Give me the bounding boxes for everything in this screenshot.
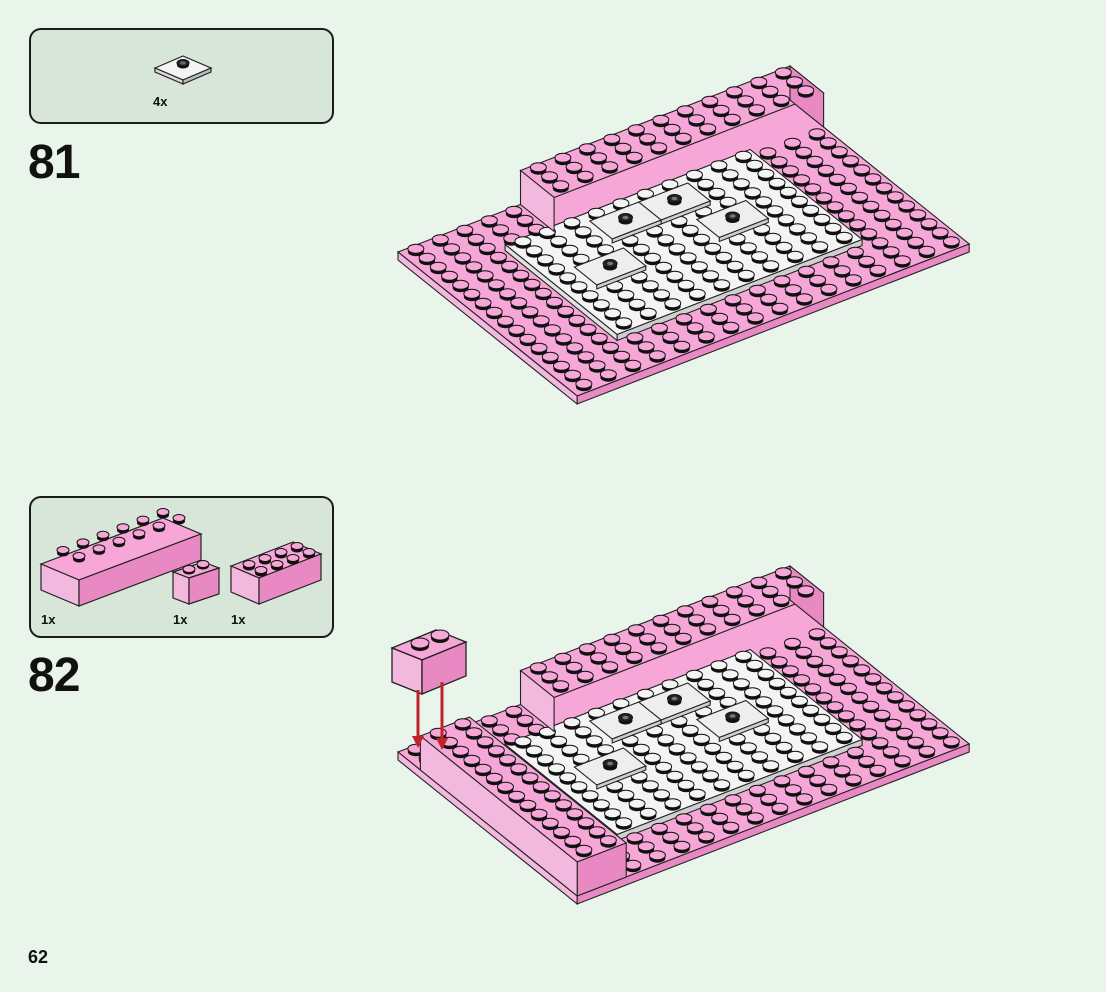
pink-brick-1x2-loose	[390, 629, 468, 695]
parts-callout-step-82: 1x 1x 1x	[29, 496, 334, 638]
build-assembly-step-82	[390, 564, 971, 906]
pink-brick-1x2-icon	[171, 560, 221, 605]
placement-arrow	[412, 682, 448, 750]
pink-brick-2x4-icon	[229, 541, 323, 605]
part-quantity: 1x	[173, 612, 188, 627]
part-quantity: 1x	[41, 612, 56, 627]
step-number: 81	[28, 136, 80, 189]
part-quantity: 4x	[153, 94, 168, 109]
page-number: 62	[28, 947, 49, 967]
white-tile-1-stud-icon	[153, 55, 213, 85]
build-assembly-step-81	[396, 64, 971, 406]
step-number: 82	[28, 649, 80, 702]
parts-callout-step-81: 4x	[29, 28, 334, 124]
part-quantity: 1x	[231, 612, 246, 627]
pink-brick-2x6-icon	[39, 508, 203, 607]
